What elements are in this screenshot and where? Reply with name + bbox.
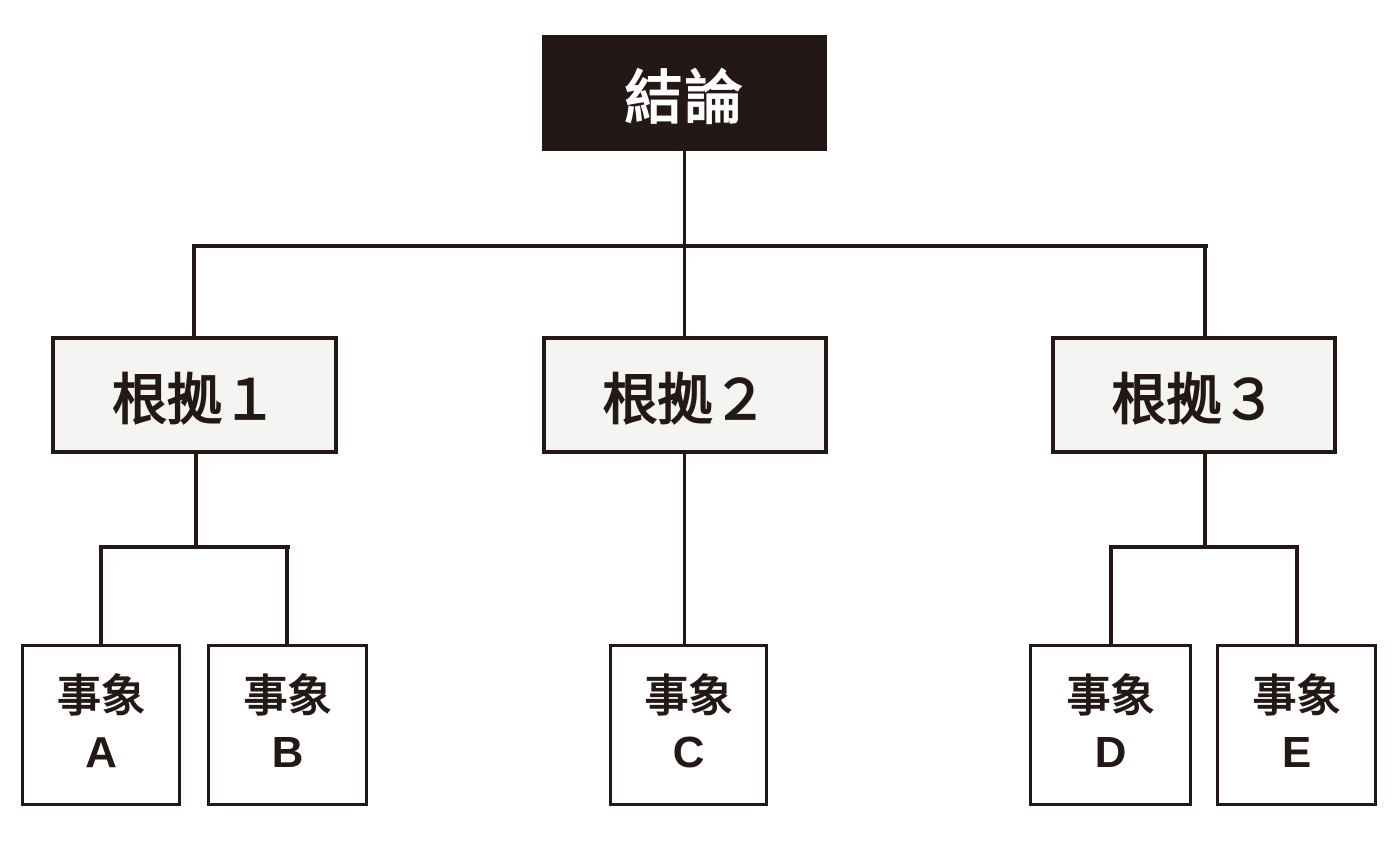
fact-a-label-line2: A xyxy=(85,728,117,777)
conclusion-label: 結論 xyxy=(624,66,745,131)
fact-node-b: 事象 B xyxy=(207,644,368,806)
fact-d-label-line1: 事象 xyxy=(1066,671,1155,721)
connector-evidence-3-stem xyxy=(1203,453,1207,547)
fact-e-label-line1: 事象 xyxy=(1252,671,1341,721)
evidence-1-label: 根拠１ xyxy=(111,369,277,431)
evidence-node-3: 根拠３ xyxy=(1051,336,1337,454)
conclusion-node: 結論 xyxy=(542,35,827,151)
fact-node-d: 事象 D xyxy=(1029,644,1192,806)
fact-node-e: 事象 E xyxy=(1216,644,1377,806)
connector-conclusion-stem xyxy=(683,151,686,336)
fact-b-label-line1: 事象 xyxy=(243,671,332,721)
connector-drop-fact-e xyxy=(1295,545,1299,644)
connector-evidence-1-stem xyxy=(194,453,198,547)
evidence-node-2: 根拠２ xyxy=(542,336,828,454)
connector-drop-evidence-3 xyxy=(1203,244,1207,336)
evidence-node-1: 根拠１ xyxy=(51,336,338,454)
connector-drop-evidence-1 xyxy=(192,244,196,336)
connector-sub-rail-right xyxy=(1109,545,1299,549)
fact-a-label-line1: 事象 xyxy=(57,671,145,721)
fact-node-a: 事象 A xyxy=(21,644,181,806)
connector-sub-rail-left xyxy=(99,545,290,549)
connector-evidence-2-stem xyxy=(683,453,686,644)
fact-node-c: 事象 C xyxy=(609,644,768,806)
evidence-3-label: 根拠３ xyxy=(1111,369,1277,431)
fact-b-label-line2: B xyxy=(271,728,304,777)
connector-drop-fact-b xyxy=(285,545,289,644)
fact-c-label-line1: 事象 xyxy=(644,671,733,721)
connector-drop-fact-a xyxy=(99,545,103,644)
evidence-2-label: 根拠２ xyxy=(602,369,768,431)
connector-drop-fact-d xyxy=(1109,545,1113,644)
fact-c-label-line2: C xyxy=(672,728,705,777)
fact-d-label-line2: D xyxy=(1094,728,1127,777)
fact-e-label-line2: E xyxy=(1281,728,1312,777)
connector-main-rail xyxy=(192,244,1208,248)
